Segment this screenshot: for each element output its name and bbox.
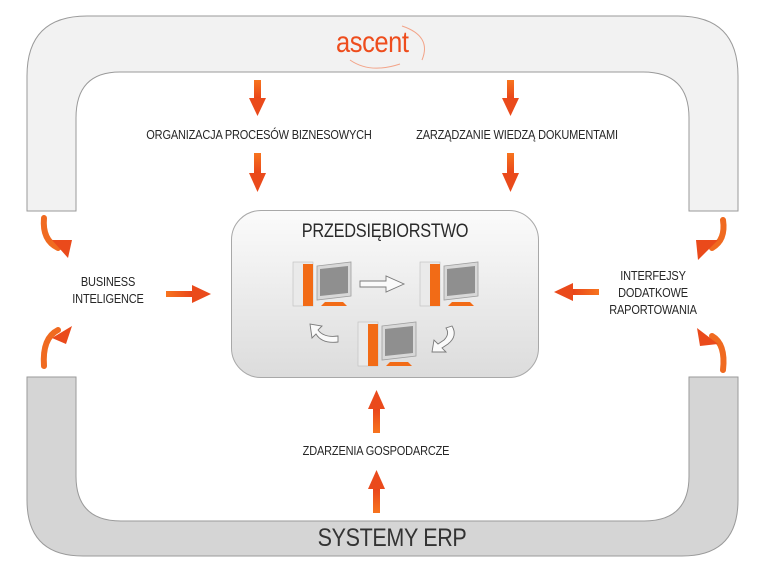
computer-icon (419, 261, 479, 307)
label-organizacja-procesow: ORGANIZACJA PROCESÓW BIZNESOWYCH (146, 128, 372, 142)
computer-icon (292, 261, 352, 307)
label-line: RAPORTOWANIA (609, 303, 697, 317)
cycle-arrow-right-icon (359, 275, 406, 293)
arrow-left-right-side (554, 283, 599, 301)
cycle-arrow-down-left-icon (431, 325, 455, 353)
label-zarzadzanie-wiedza: ZARZĄDZANIE WIEDZĄ DOKUMENTAMI (416, 128, 618, 142)
frame-bottom-section (26, 376, 739, 557)
arrow-right-left-side (166, 285, 211, 303)
ascent-logo: ascent (330, 22, 440, 70)
arrow-down-top-left (249, 80, 266, 116)
curved-arrow-left-bottom (40, 326, 72, 369)
label-business-inteligence: BUSINESS INTELIGENCE (66, 274, 150, 308)
label-line: INTELIGENCE (72, 292, 144, 306)
systemy-erp-label: SYSTEMY ERP (317, 524, 467, 552)
cycle-arrow-up-left-icon (309, 323, 339, 343)
logo-text: ascent (336, 26, 409, 59)
enterprise-title: PRZEDSIĘBIORSTWO (301, 221, 469, 242)
label-line: BUSINESS (80, 275, 136, 289)
label-zdarzenia-gospodarcze: ZDARZENIA GOSPODARCZE (302, 444, 450, 458)
curved-arrow-right-bottom (697, 328, 727, 373)
curved-arrow-left-top (40, 215, 72, 258)
curved-arrow-right-top (696, 217, 727, 260)
computer-icon (357, 321, 417, 367)
arrow-down-top-right (502, 80, 519, 116)
arrow-up-bottom-lower (368, 470, 385, 513)
logo-swoosh-icon (349, 25, 425, 69)
label-interfejsy-raportowania: INTERFEJSY DODATKOWE RAPORTOWANIA (606, 268, 699, 319)
arrow-up-bottom-upper (368, 390, 385, 433)
arrow-down-mid-right (502, 153, 519, 192)
label-line: INTERFEJSY (620, 269, 686, 283)
frame-top-section (26, 15, 739, 212)
label-line: DODATKOWE (618, 286, 688, 300)
arrow-down-mid-left (249, 153, 266, 192)
